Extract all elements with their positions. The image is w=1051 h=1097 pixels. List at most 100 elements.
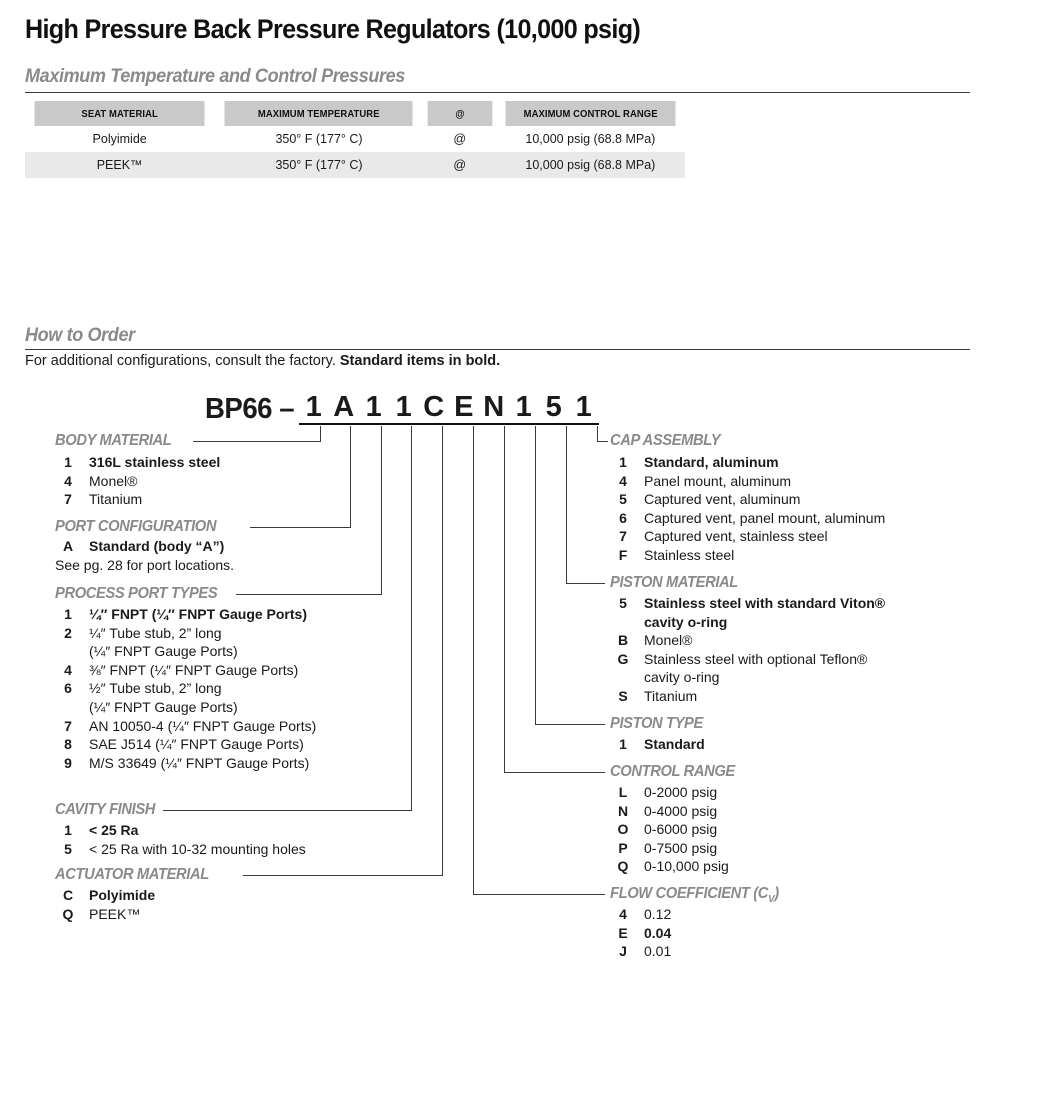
section-heading-how-to-order: How to Order bbox=[25, 325, 135, 346]
specs-heading-rule bbox=[25, 92, 970, 93]
option-row-continuation: (¼″ FNPT Gauge Ports) bbox=[55, 699, 485, 718]
option-label: SAE J514 (¼″ FNPT Gauge Ports) bbox=[89, 736, 304, 753]
group-heading-cavity-finish: CAVITY FINISH bbox=[55, 801, 156, 818]
group-heading-body-material: BODY MATERIAL bbox=[55, 432, 172, 449]
option-code: L bbox=[618, 784, 628, 800]
option-label: Captured vent, stainless steel bbox=[644, 528, 828, 545]
group-heading-flow-coefficient: FLOW COEFFICIENT (CV) bbox=[610, 885, 779, 905]
flow-coefficient-heading-tail: ) bbox=[774, 885, 779, 902]
option-label: ¼″ Tube stub, 2” long bbox=[89, 624, 222, 641]
option-code: J bbox=[619, 943, 627, 960]
option-label: PEEK™ bbox=[89, 905, 141, 922]
option-label: < 25 Ra bbox=[89, 822, 139, 838]
option-label: Monel® bbox=[89, 472, 138, 489]
cell-max-temperature: 350° F (177° C) bbox=[214, 126, 424, 152]
option-row: L 0-2000 psig bbox=[610, 784, 1010, 803]
table-row: PEEK™ 350° F (177° C) @ 10,000 psig (68.… bbox=[25, 152, 685, 178]
option-row: 1 < 25 Ra bbox=[55, 822, 475, 841]
option-row: 1 316L stainless steel bbox=[55, 454, 475, 473]
option-label: Titanium bbox=[644, 687, 698, 704]
option-row-continuation: (¼″ FNPT Gauge Ports) bbox=[55, 643, 485, 662]
part-number-digit-5: C bbox=[418, 392, 449, 425]
option-row: B Monel® bbox=[610, 632, 1010, 651]
option-code: 1 bbox=[619, 736, 627, 752]
cell-max-control-range: 10,000 psig (68.8 MPa) bbox=[495, 152, 685, 178]
part-number-digit-8: 1 bbox=[508, 392, 539, 425]
group-heading-cap-assembly: CAP ASSEMBLY bbox=[610, 432, 721, 449]
table-row: Polyimide 350° F (177° C) @ 10,000 psig … bbox=[25, 126, 685, 152]
option-label: 0-6000 psig bbox=[644, 821, 718, 838]
leader-line-body-material-vertical bbox=[320, 426, 321, 441]
option-row: 7 AN 10050-4 (¼″ FNPT Gauge Ports) bbox=[55, 718, 485, 737]
option-code: 6 bbox=[64, 680, 72, 697]
leader-line-port-configuration-horizontal bbox=[250, 527, 351, 528]
option-row: Q PEEK™ bbox=[55, 906, 475, 925]
option-label: 0-7500 psig bbox=[644, 839, 718, 856]
option-code: 4 bbox=[64, 661, 72, 678]
option-code: 7 bbox=[64, 717, 72, 734]
option-code: 1 bbox=[64, 454, 72, 470]
leader-line-cavity-finish-vertical bbox=[411, 426, 412, 810]
option-row: 4 Monel® bbox=[55, 473, 475, 492]
group-heading-piston-type: PISTON TYPE bbox=[610, 715, 703, 732]
option-code: 4 bbox=[619, 906, 627, 922]
option-code: 5 bbox=[64, 840, 72, 857]
option-code: F bbox=[618, 546, 628, 563]
option-label: Stainless steel bbox=[644, 546, 735, 563]
option-label-continuation: cavity o-ring bbox=[644, 669, 720, 686]
part-number-digit-6: E bbox=[448, 392, 479, 425]
option-code: A bbox=[62, 538, 74, 554]
option-row: 9 M/S 33649 (¼″ FNPT Gauge Ports) bbox=[55, 755, 485, 774]
option-list-piston-type: 1 Standard bbox=[610, 736, 1010, 755]
leader-line-actuator-material-horizontal bbox=[243, 875, 443, 876]
leader-line-flow-coefficient-vertical bbox=[473, 426, 474, 894]
cell-max-control-range: 10,000 psig (68.8 MPa) bbox=[495, 126, 685, 152]
option-row: F Stainless steel bbox=[610, 547, 1010, 566]
option-list-control-range: L 0-2000 psig N 0-4000 psig O 0-6000 psi… bbox=[610, 784, 1010, 877]
option-code: 7 bbox=[619, 528, 627, 545]
option-label: Polyimide bbox=[89, 887, 156, 903]
option-label: Captured vent, panel mount, aluminum bbox=[644, 509, 886, 526]
option-code: O bbox=[617, 821, 629, 838]
option-label: 316L stainless steel bbox=[89, 454, 221, 470]
option-code: E bbox=[618, 924, 628, 941]
option-row: 7 Titanium bbox=[55, 491, 475, 510]
leader-line-cavity-finish-horizontal bbox=[163, 810, 412, 811]
leader-line-port-configuration-vertical bbox=[350, 426, 351, 527]
option-label: Monel® bbox=[644, 632, 693, 649]
option-code: C bbox=[62, 887, 74, 903]
option-code: P bbox=[618, 839, 628, 856]
option-label-continuation: (¼″ FNPT Gauge Ports) bbox=[89, 643, 238, 660]
option-row: J 0.01 bbox=[610, 943, 1010, 962]
leader-line-flow-coefficient-horizontal bbox=[473, 894, 605, 895]
group-heading-actuator-material: ACTUATOR MATERIAL bbox=[55, 866, 209, 883]
leader-line-piston-material-vertical bbox=[566, 426, 567, 583]
how-to-order-rule bbox=[25, 349, 970, 350]
leader-line-piston-type-vertical bbox=[535, 426, 536, 724]
option-row-continuation: cavity o-ring bbox=[610, 669, 1010, 688]
spec-table: SEAT MATERIAL MAXIMUM TEMPERATURE @ MAXI… bbox=[25, 101, 685, 178]
option-label: AN 10050-4 (¼″ FNPT Gauge Ports) bbox=[89, 717, 317, 734]
option-label: Stainless steel with optional Teflon® bbox=[644, 650, 868, 667]
option-row: 7 Captured vent, stainless steel bbox=[610, 528, 1010, 547]
leader-line-control-range-horizontal bbox=[504, 772, 605, 773]
option-label: Captured vent, aluminum bbox=[644, 491, 801, 508]
option-list-cap-assembly: 1 Standard, aluminum 4 Panel mount, alum… bbox=[610, 454, 1010, 566]
group-heading-piston-material: PISTON MATERIAL bbox=[610, 574, 738, 591]
option-code: 1 bbox=[64, 606, 72, 622]
option-row: S Titanium bbox=[610, 688, 1010, 707]
option-code: 2 bbox=[64, 624, 72, 641]
option-code: B bbox=[617, 632, 629, 649]
option-list-cavity-finish: 1 < 25 Ra 5 < 25 Ra with 10-32 mounting … bbox=[55, 822, 475, 859]
option-label: Panel mount, aluminum bbox=[644, 472, 792, 489]
option-label: 0-2000 psig bbox=[644, 784, 718, 800]
flow-coefficient-heading-main: FLOW COEFFICIENT (C bbox=[610, 885, 769, 902]
part-number-digit-7: N bbox=[478, 392, 509, 425]
how-to-order-note-plain: For additional configurations, consult t… bbox=[25, 353, 340, 369]
cell-at: @ bbox=[423, 152, 496, 178]
option-code: N bbox=[617, 802, 629, 819]
column-header-seat-material: SEAT MATERIAL bbox=[34, 101, 205, 126]
option-label: 0-10,000 psig bbox=[644, 858, 729, 875]
cell-seat-material: PEEK™ bbox=[25, 152, 215, 178]
